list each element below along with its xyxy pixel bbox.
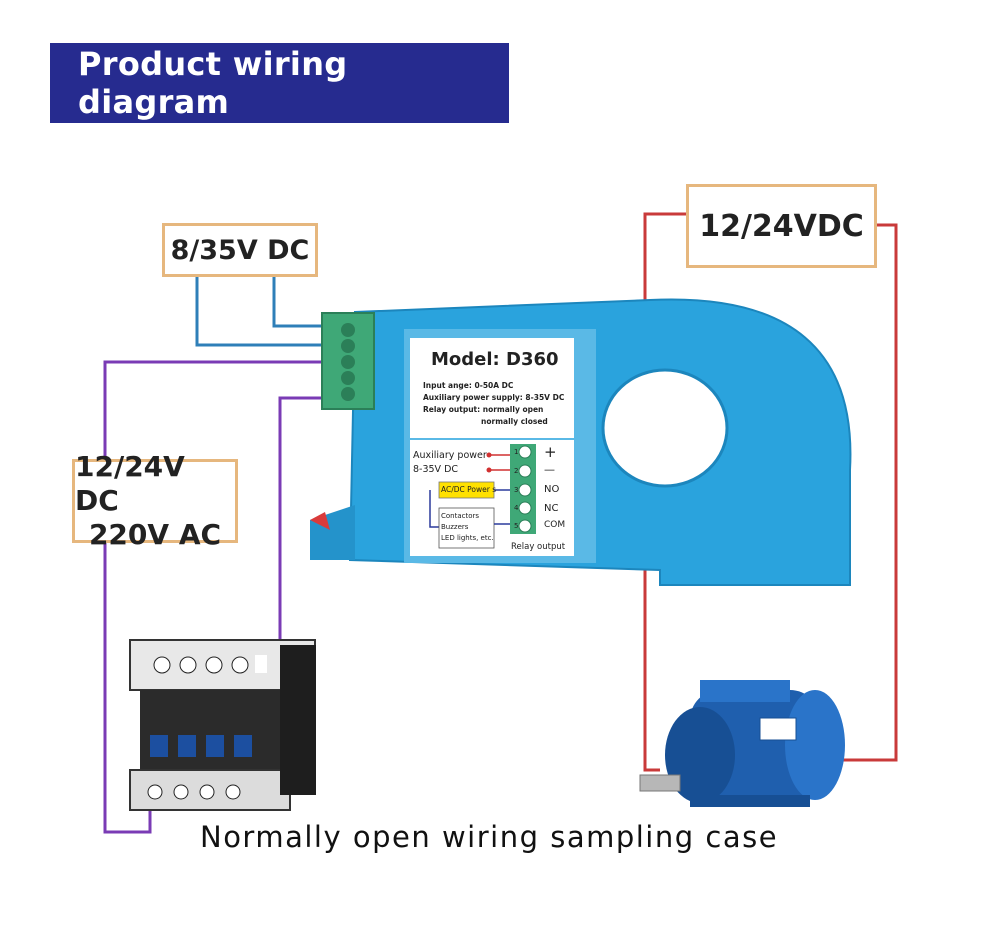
load-supply-label: 12/24V DC 220V AC [72,450,238,551]
load-buzzers: Buzzers [441,523,469,531]
title-banner: Product wiring diagram [50,43,509,123]
load-contactors: Contactors [441,512,480,520]
contactor [129,639,316,811]
terminal-2-num: 2 [514,467,519,475]
aux-supply-text: 8/35V DC [170,234,310,266]
sensor-aperture [601,368,729,488]
acdc-power-text: AC/DC Power s [441,485,497,494]
device-spec-nc: normally closed [481,417,548,426]
device-model: Model: D360 [431,349,559,370]
aux-power-text: Auxiliary power [413,450,487,461]
terminal-5-num: 5 [514,522,519,530]
relay-output-text: Relay output [511,542,566,552]
diagram-caption: Normally open wiring sampling case [200,820,779,854]
load-supply-line2: 220V AC [88,518,222,551]
electric-motor [639,680,845,807]
device-label-card [404,329,596,563]
aux-range-text: 8-35V DC [413,464,459,475]
aux-supply-label: 8/35V DC [162,223,318,277]
device-spec-relay: Relay output: normally open [423,405,544,414]
terminal-3-num: 3 [514,486,519,494]
load-led: LED lights, etc. [441,534,494,542]
terminal-block [321,312,375,410]
aux-supply-wires [195,271,328,347]
relay-supply-label: 12/24VDC [686,184,877,268]
device-spec-aux: Auxiliary power supply: 8-35V DC [423,393,565,402]
relay-supply-text: 12/24VDC [699,208,864,244]
device-spec-input: Input ange: 0-50A DC [423,381,514,390]
terminal-2-sign: — [544,463,555,476]
terminal-3-sign: NO [544,484,560,495]
terminal-4-sign: NC [544,503,559,514]
load-supply-line1: 12/24V DC [75,450,185,517]
terminal-4-num: 4 [514,504,519,512]
page-title: Product wiring diagram [78,45,348,121]
terminal-1-num: 1 [514,448,519,456]
terminal-1-sign: + [544,443,557,461]
terminal-5-sign: COM [544,520,566,530]
